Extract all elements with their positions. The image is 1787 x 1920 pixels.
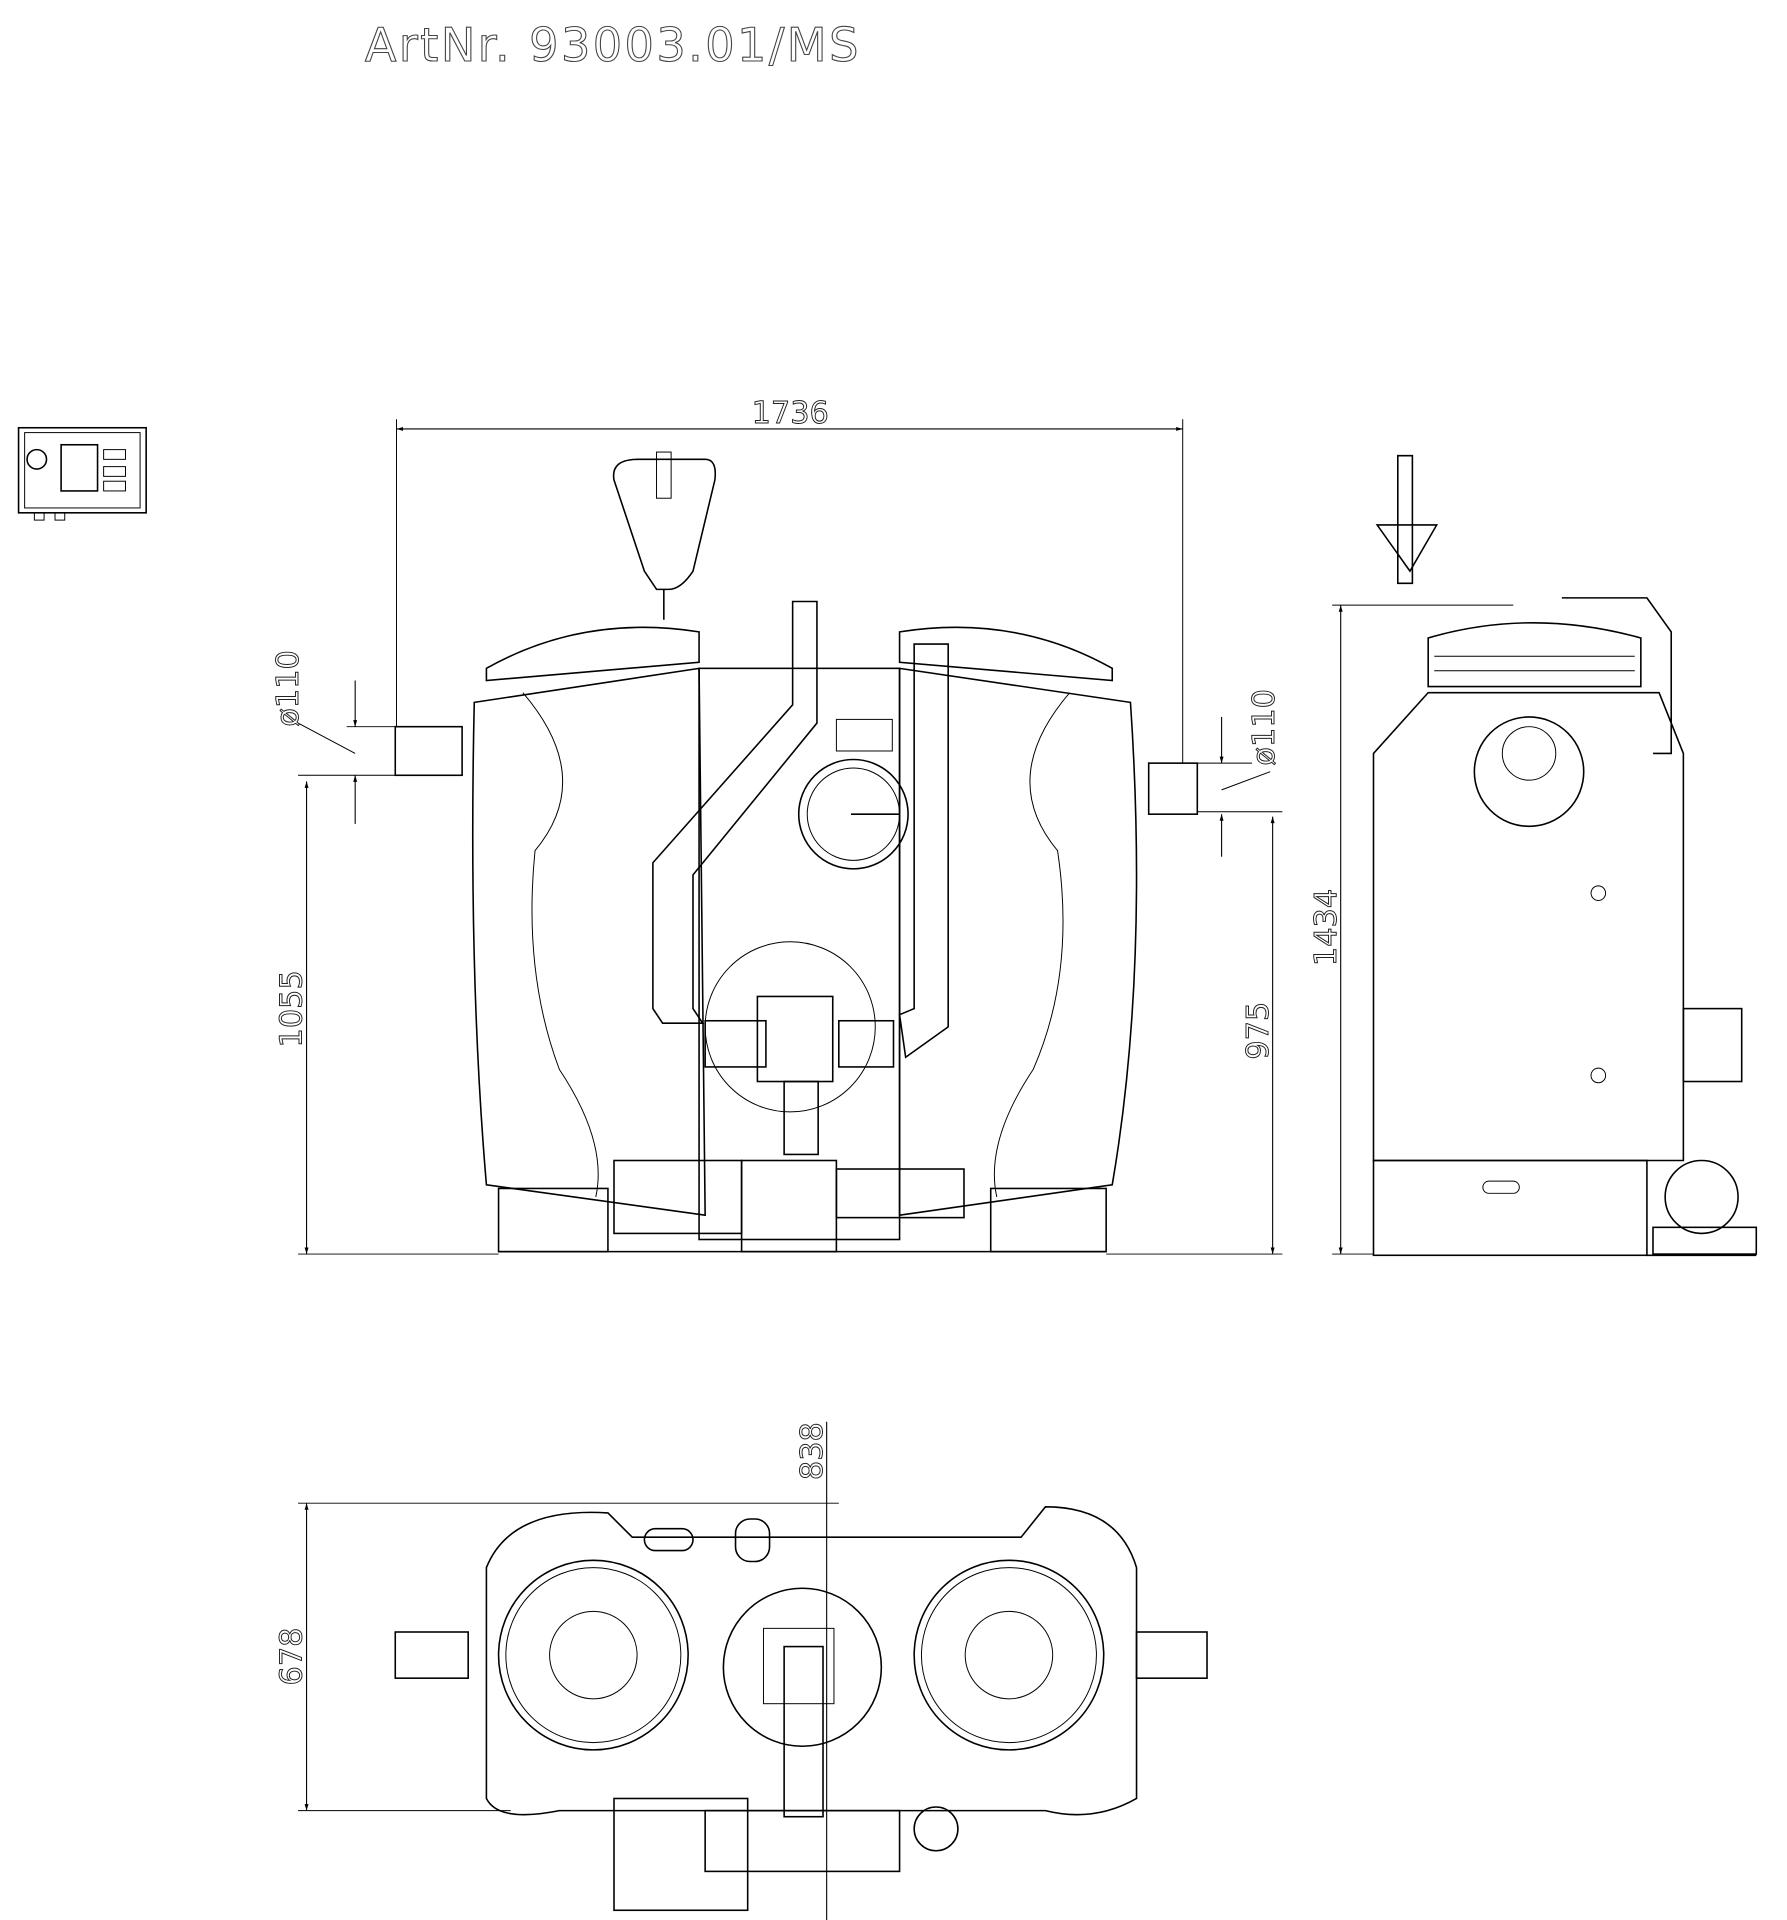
dimension-inlet-diameter-right: ø110	[1197, 689, 1283, 857]
dimension-overall-height: 1434	[1308, 604, 1514, 1255]
control-box	[17, 426, 147, 521]
dimension-overall-depth: 678	[274, 1503, 511, 1812]
front-view	[394, 451, 1199, 1253]
dim-label-1055: 1055	[275, 970, 310, 1047]
dim-label-838: 838	[795, 1422, 830, 1480]
dim-label-1434: 1434	[1309, 889, 1344, 966]
dim-label-diameter-left: ø110	[271, 650, 306, 727]
dim-label-975: 975	[1241, 1002, 1276, 1060]
side-view	[1372, 454, 1758, 1257]
dimension-overall-width: 1736	[396, 395, 1184, 764]
top-view	[394, 1506, 1208, 1912]
dimension-inlet-height-left: 1055	[274, 781, 499, 1255]
dimension-inlet-height-right: 975	[1106, 816, 1283, 1255]
dim-label-diameter-right: ø110	[1247, 689, 1282, 766]
dimension-inlet-diameter-left: ø110	[271, 650, 396, 824]
dim-label-1736: 1736	[752, 396, 829, 431]
dim-label-678: 678	[275, 1628, 310, 1686]
article-number-title: ArtNr. 93003.01/MS	[365, 18, 861, 72]
dimension-top-offset: 838	[298, 1422, 839, 1920]
